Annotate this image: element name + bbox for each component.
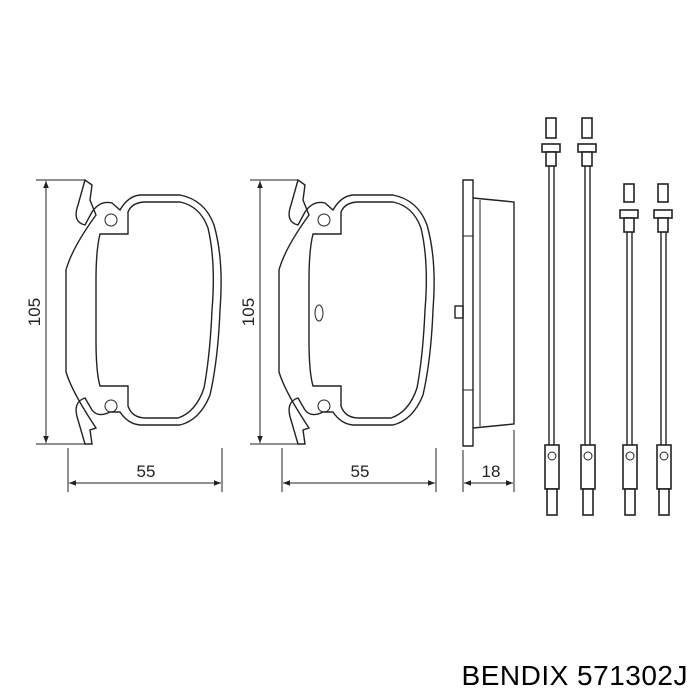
pad-middle-width-label: 55 [351, 462, 370, 481]
side-view-friction-block [472, 197, 515, 429]
pad-middle-height-dimension: 105 [239, 179, 299, 445]
wear-sensor-2 [577, 117, 597, 516]
pad-middle [278, 178, 435, 445]
pad-middle-backing-plate [278, 178, 435, 445]
thickness-label: 18 [482, 462, 501, 481]
pad-left-width-label: 55 [137, 462, 156, 481]
side-view-pin [454, 305, 464, 319]
pad-left-backing-plate [65, 178, 222, 445]
wear-sensor-4 [653, 183, 673, 516]
product-caption: BENDIX 571302J [461, 660, 688, 691]
pad-middle-width-dimension: 55 [281, 448, 437, 492]
pad-left-rivet-top [104, 213, 118, 227]
pad-left-width-dimension: 55 [67, 448, 223, 492]
pad-middle-friction-material [308, 201, 428, 419]
thickness-dimension: 18 [462, 430, 515, 492]
pad-left-height-dimension: 105 [25, 179, 86, 445]
pad-left-height-label: 105 [25, 298, 44, 326]
pad-left [65, 178, 222, 445]
pad-left-friction-material [95, 201, 215, 419]
wear-sensor-3 [619, 183, 639, 516]
pad-side-view [454, 179, 515, 447]
side-view-backing-plate [462, 179, 474, 447]
pad-left-rivet-bottom [104, 399, 118, 413]
pad-middle-wear-mark [314, 304, 324, 322]
pad-middle-rivet-bottom [317, 399, 331, 413]
pad-middle-height-label: 105 [239, 298, 258, 326]
wear-sensor-1 [541, 117, 561, 516]
pad-middle-rivet-top [317, 213, 331, 227]
